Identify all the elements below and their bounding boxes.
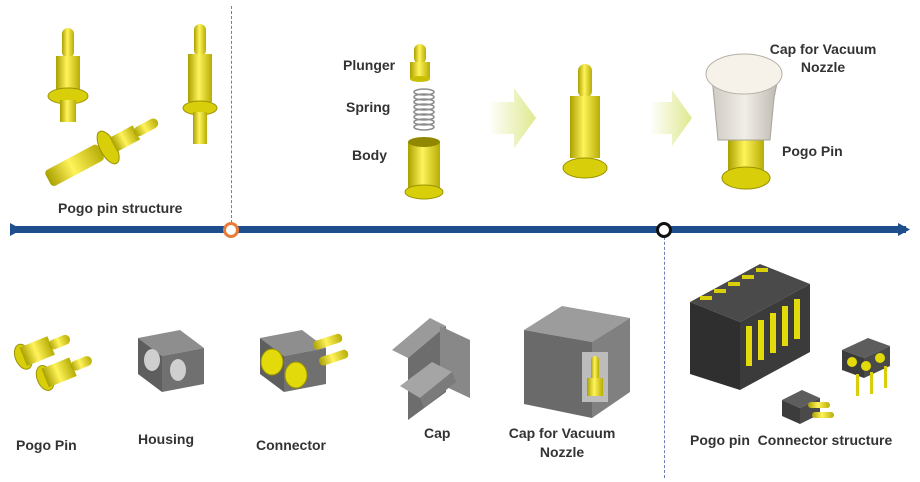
capped-pogo-pin xyxy=(705,53,783,190)
cap-vacuum-line1: Cap for Vacuum xyxy=(769,41,877,57)
bottom-cap-box xyxy=(524,306,630,418)
timeline-marker-1 xyxy=(223,222,239,238)
bottom-connector-label: Connector xyxy=(256,437,326,453)
plunger-part xyxy=(410,44,430,82)
bottom-housing-label: Housing xyxy=(138,431,194,447)
assembled-pogo-pin xyxy=(562,64,608,179)
timeline-marker-2 xyxy=(656,222,672,238)
small-connector-right xyxy=(842,338,890,396)
body-label: Body xyxy=(352,147,387,163)
divider-top-left xyxy=(231,6,232,228)
bottom-cap-vacuum-line2: Nozzle xyxy=(539,444,585,460)
plunger-label: Plunger xyxy=(343,57,396,73)
pogo-pin-structure-label: Pogo pin structure xyxy=(58,200,183,216)
spring-label: Spring xyxy=(346,99,391,115)
bottom-cap-vacuum-line1: Cap for Vacuum xyxy=(508,425,616,441)
timeline-bar xyxy=(10,226,906,233)
timeline-left-cap xyxy=(10,223,22,236)
cap-vacuum-label-top: Cap for Vacuum Nozzle xyxy=(758,40,888,76)
bottom-pogo-pins xyxy=(13,334,92,391)
bottom-connector xyxy=(260,330,349,392)
timeline-arrow-head xyxy=(898,223,910,236)
bottom-cap-vacuum-label: Cap for Vacuum Nozzle xyxy=(500,424,624,462)
spring-part xyxy=(413,88,435,131)
small-connector-left xyxy=(782,390,834,424)
body-part xyxy=(404,137,444,200)
large-pogo-connector xyxy=(690,264,810,390)
bottom-cap-label: Cap xyxy=(424,425,451,441)
bottom-pogo-pin-label: Pogo Pin xyxy=(16,437,77,453)
bottom-cap xyxy=(392,318,470,420)
cap-vacuum-line2: Nozzle xyxy=(800,59,846,75)
divider-bottom-right xyxy=(664,232,665,478)
flow-arrow-1 xyxy=(488,88,536,148)
pogo-pin-upright-right xyxy=(182,24,218,144)
pogo-pin-upright-left xyxy=(47,28,89,122)
pogo-pin-lying xyxy=(45,118,159,186)
bottom-housing xyxy=(138,330,204,392)
pogo-pin-top-label: Pogo Pin xyxy=(782,143,843,159)
flow-arrow-2 xyxy=(650,90,692,146)
connector-structure-label: Pogo pin Connector structure xyxy=(690,432,893,448)
